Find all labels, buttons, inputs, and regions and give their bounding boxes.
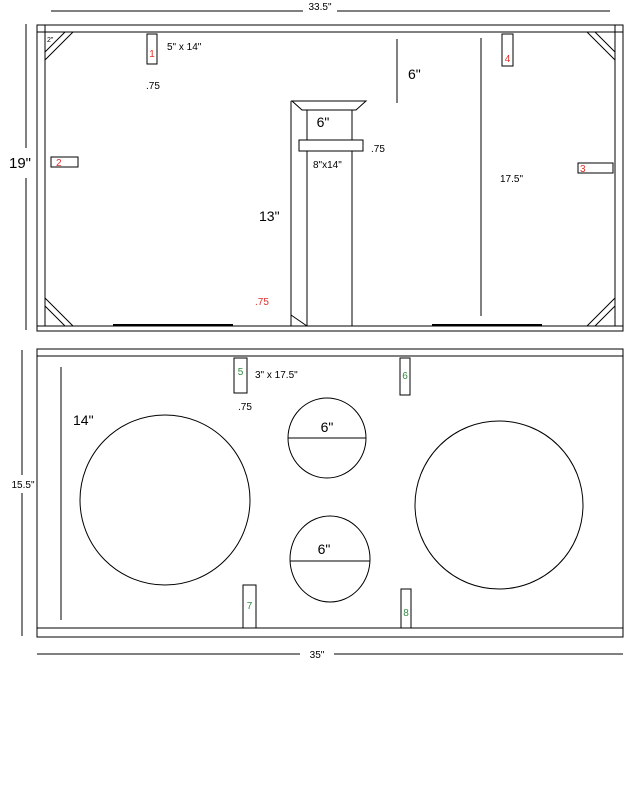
- center-port: [290, 100, 368, 327]
- brace-part-2: [50, 156, 79, 168]
- brace-part-5: [233, 357, 248, 394]
- top-brace-size: 5" x 14": [167, 42, 202, 53]
- port-height-dimension: 13": [259, 208, 280, 224]
- part-label-6: 6: [402, 371, 408, 382]
- port-cutout-lower: [289, 515, 371, 603]
- top-view: 33.5" 19" 2": [9, 2, 624, 332]
- part-label-4: 4: [505, 54, 511, 65]
- port-neck-dimension: 6": [317, 114, 330, 130]
- port-upper-dimension: 6": [321, 419, 334, 435]
- part-label-2: 2: [56, 158, 62, 169]
- corner-brace-bottom-right: [586, 297, 616, 327]
- part-label-7: 7: [247, 601, 253, 612]
- woofer-cutout-left: [79, 414, 251, 586]
- corner-brace-bottom-left: [44, 297, 74, 327]
- brace-part-4: [501, 33, 514, 67]
- side-height-dimension: 17.5": [500, 174, 523, 185]
- port-lower-dimension: 6": [318, 541, 331, 557]
- woofer-depth-dimension: 14": [73, 412, 94, 428]
- corner-mark: 2": [47, 37, 54, 44]
- port-bottom-thickness: .75: [255, 297, 269, 308]
- brace-part-1: [146, 33, 158, 65]
- port-plate-thickness: .75: [371, 144, 385, 155]
- brace-part-6: [399, 357, 411, 396]
- bottom-brace-thickness: .75: [238, 402, 252, 413]
- top-brace-thickness: .75: [146, 81, 160, 92]
- corner-brace-top-left: [44, 31, 74, 61]
- brace-part-8: [400, 588, 412, 629]
- part-label-8: 8: [403, 608, 409, 619]
- bottom-width-dimension: 35": [310, 650, 325, 661]
- port-top-dimension: 6": [408, 66, 421, 82]
- brace-part-3: [577, 162, 614, 174]
- bottom-height-dimension: 15.5": [11, 480, 34, 491]
- port-cutout-upper: [287, 397, 367, 479]
- bottom-brace-size: 3" x 17.5": [255, 370, 298, 381]
- top-height-dimension: 19": [9, 155, 31, 172]
- top-outer-frame: [36, 24, 624, 332]
- part-label-3: 3: [580, 164, 586, 175]
- bottom-view: 15.5" 14" 6" 6" 5 3" x 17.5" .75 6 7 8: [11, 348, 624, 661]
- port-plate: [298, 139, 364, 152]
- part-label-1: 1: [149, 49, 155, 60]
- corner-brace-top-right: [586, 31, 616, 61]
- part-label-5: 5: [238, 367, 244, 378]
- port-plate-size: 8"x14": [313, 160, 342, 171]
- woofer-cutout-right: [414, 420, 584, 590]
- top-width-dimension: 33.5": [308, 2, 331, 13]
- brace-part-7: [242, 584, 257, 629]
